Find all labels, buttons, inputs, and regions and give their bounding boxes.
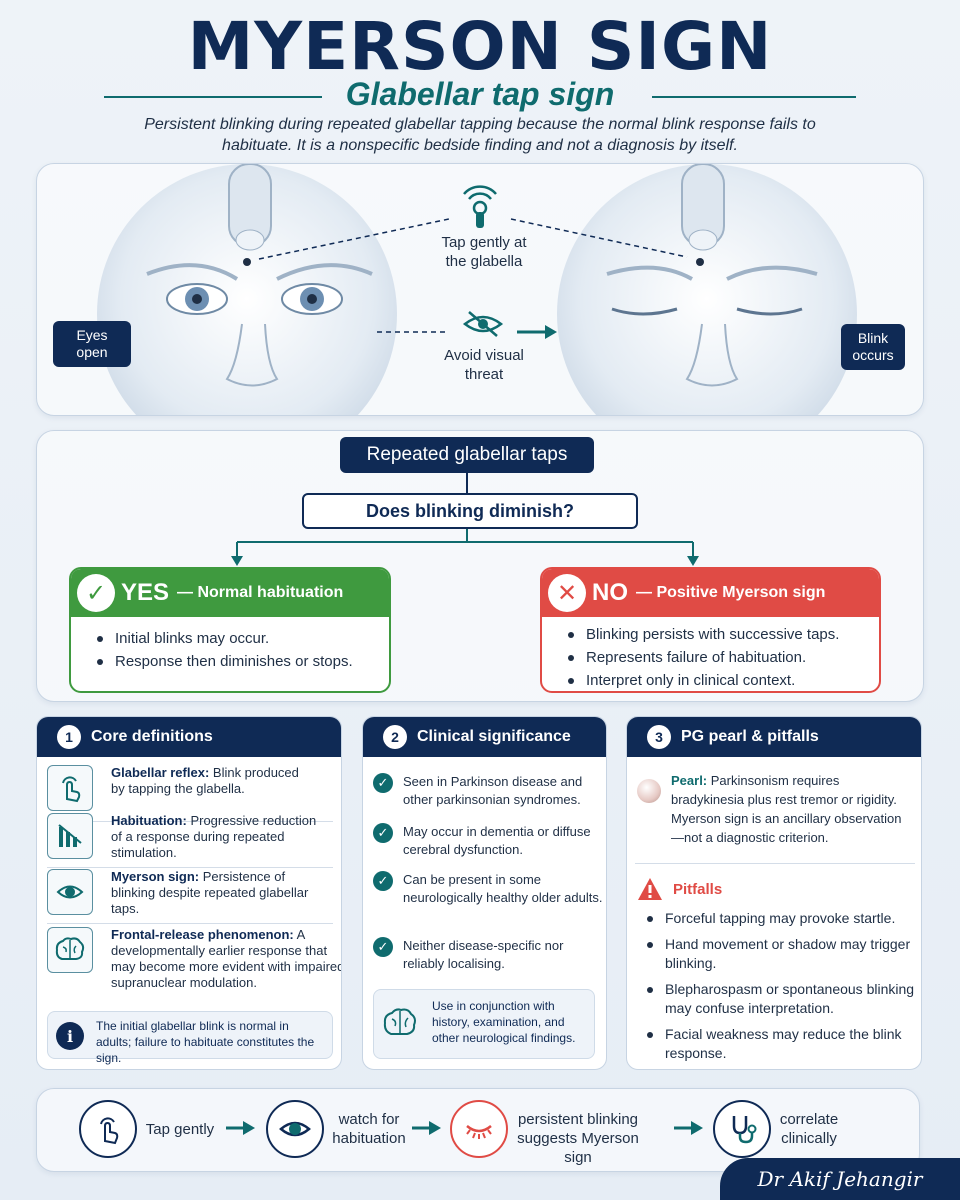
pitfalls-label: Pitfalls xyxy=(673,881,723,898)
flow-head: Repeated glabellar taps xyxy=(340,437,594,473)
list-item: Interpret only in clinical context. xyxy=(566,669,879,691)
list-item: Blepharospasm or spontaneous blinking ma… xyxy=(645,980,921,1018)
clinical-significance-card: 2 Clinical significance ✓ Seen in Parkin… xyxy=(362,716,607,1070)
face-right xyxy=(557,164,857,415)
illustration-panel: Eyes open Blink occurs Tap gently at the… xyxy=(36,163,924,416)
no-card: ✕ NO — Positive Myerson sign Blinking pe… xyxy=(540,567,881,693)
subtitle-rule-right xyxy=(652,96,856,98)
subtitle-bar: Glabellar tap sign xyxy=(0,74,960,118)
section-number: 1 xyxy=(57,725,81,749)
check-icon: ✓ xyxy=(373,773,393,793)
check-icon: ✓ xyxy=(77,574,115,612)
check-icon: ✓ xyxy=(373,871,393,891)
def-text: Habituation: Progressive reduction of a … xyxy=(111,813,317,860)
page-title: MYERSON SIGN xyxy=(187,8,773,85)
subtitle-rule-left xyxy=(104,96,322,98)
divider xyxy=(635,863,915,864)
section-title: Clinical significance xyxy=(417,728,571,745)
author-signature: Dr Akif Jehangir xyxy=(720,1158,960,1200)
pearl-pitfalls-header: 3 PG pearl & pitfalls xyxy=(627,717,921,757)
divider xyxy=(47,821,333,822)
yes-card: ✓ YES — Normal habituation Initial blink… xyxy=(69,567,391,693)
list-item: Response then diminishes or stops. xyxy=(95,650,389,673)
intro-text: Persistent blinking during repeated glab… xyxy=(144,116,816,154)
list-item: Blinking persists with successive taps. xyxy=(566,623,879,646)
yes-subtitle: — Normal habituation xyxy=(177,584,344,601)
section-number: 2 xyxy=(383,725,407,749)
closed-eye-icon xyxy=(450,1100,508,1158)
step-text: Tap gently xyxy=(145,1121,215,1138)
list-item: Represents failure of habituation. xyxy=(566,646,879,669)
no-subtitle: — Positive Myerson sign xyxy=(636,584,826,601)
def-text: Myerson sign: Persistence of blinking de… xyxy=(111,869,309,916)
list-item: Initial blinks may occur. xyxy=(95,627,389,650)
flow-question: Does blinking diminish? xyxy=(302,493,638,529)
check-icon: ✓ xyxy=(373,823,393,843)
clinical-note: Use in conjunction with history, examina… xyxy=(373,989,595,1059)
stethoscope-icon xyxy=(713,1100,771,1158)
clinical-significance-header: 2 Clinical significance xyxy=(363,717,606,757)
divider xyxy=(47,867,333,868)
no-card-header: ✕ NO — Positive Myerson sign xyxy=(542,569,879,617)
significance-text: Can be present in some neurologically he… xyxy=(403,872,603,905)
faces-illustration xyxy=(97,164,857,415)
significance-text: Neither disease-specific nor reliably lo… xyxy=(403,938,564,971)
pearl-text: Pearl: Parkinsonism requires bradykinesi… xyxy=(671,773,902,845)
divider xyxy=(47,923,333,924)
face-left xyxy=(97,164,397,415)
no-list: Blinking persists with successive taps. … xyxy=(542,617,879,691)
yes-list: Initial blinks may occur. Response then … xyxy=(71,617,389,673)
arrow-right-icon xyxy=(674,1121,703,1135)
core-note: i The initial glabellar blink is normal … xyxy=(47,1011,333,1065)
info-icon: i xyxy=(56,1022,84,1050)
tap-label: Tap gently at the glabella xyxy=(441,234,527,270)
yes-card-header: ✓ YES — Normal habituation xyxy=(71,569,389,617)
eye-icon xyxy=(47,869,93,915)
def-text: Frontal-release phenomenon: A developmen… xyxy=(111,927,342,990)
brain-icon xyxy=(382,1006,418,1045)
yes-label: YES xyxy=(121,579,170,606)
step-text: watch for habituation xyxy=(332,1111,406,1147)
list-item: Facial weakness may reduce the blink res… xyxy=(645,1025,921,1063)
core-definitions-card: 1 Core definitions Glabellar reflex: Bli… xyxy=(36,716,342,1070)
eye-off-icon xyxy=(462,311,504,337)
section-title: PG pearl & pitfalls xyxy=(681,728,819,745)
pearl-icon xyxy=(637,779,661,803)
pearl-pitfalls-card: 3 PG pearl & pitfalls Pearl: Parkinsonis… xyxy=(626,716,922,1070)
page-subtitle: Glabellar tap sign xyxy=(345,76,615,112)
def-text: Glabellar reflex: Blink produced by tapp… xyxy=(111,765,299,796)
section-number: 3 xyxy=(647,725,671,749)
arrow-right-icon xyxy=(226,1121,255,1135)
list-item: Forceful tapping may provoke startle. xyxy=(645,909,921,928)
blink-occurs-tag: Blink occurs xyxy=(841,324,905,370)
arrow-right-icon xyxy=(412,1121,441,1135)
declining-bars-icon xyxy=(47,813,93,859)
eyes-open-tag: Eyes open xyxy=(53,321,131,367)
pitfalls-list: Forceful tapping may provoke startle. Ha… xyxy=(645,909,921,1069)
step-text: persistent blinking suggests Myerson sig… xyxy=(517,1111,639,1166)
section-title: Core definitions xyxy=(91,728,213,745)
core-note-text: The initial glabellar blink is normal in… xyxy=(96,1019,315,1065)
warning-icon xyxy=(637,877,663,906)
eye-icon xyxy=(266,1100,324,1158)
avoid-label: Avoid visual threat xyxy=(444,347,524,383)
tap-finger-icon xyxy=(79,1100,137,1158)
tap-finger-icon xyxy=(47,765,93,811)
step-text: correlate clinically xyxy=(779,1111,839,1147)
cross-icon: ✕ xyxy=(548,574,586,612)
significance-text: Seen in Parkinson disease and other park… xyxy=(403,774,583,807)
clinical-note-text: Use in conjunction with history, examina… xyxy=(432,999,576,1045)
list-item: Hand movement or shadow may trigger blin… xyxy=(645,935,921,973)
core-definitions-header: 1 Core definitions xyxy=(37,717,341,757)
significance-text: May occur in dementia or diffuse cerebra… xyxy=(403,824,591,857)
brain-icon xyxy=(47,927,93,973)
no-label: NO xyxy=(592,579,628,606)
check-icon: ✓ xyxy=(373,937,393,957)
tap-signal-icon xyxy=(463,185,497,228)
